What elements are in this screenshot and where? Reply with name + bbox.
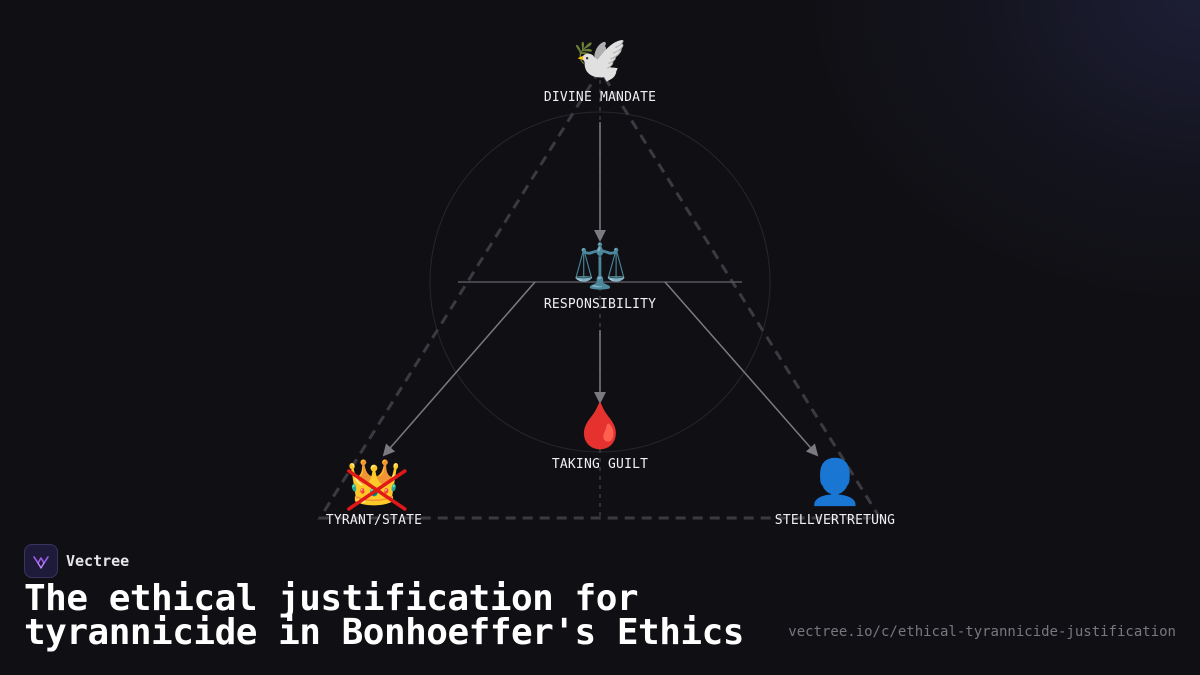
- node-stellvertretung: 👤 STELLVERTRETUNG: [775, 457, 895, 528]
- person-icon: 👤: [807, 457, 863, 508]
- source-url[interactable]: vectree.io/c/ethical-tyrannicide-justifi…: [788, 624, 1176, 640]
- brand-name: Vectree: [66, 552, 130, 570]
- dove-icon: 🕊️: [572, 34, 628, 85]
- node-responsibility: ⚖️ RESPONSIBILITY: [544, 241, 656, 312]
- node-taking-guilt: 🩸 TAKING GUILT: [552, 401, 648, 472]
- node-label-responsibility: RESPONSIBILITY: [543, 297, 657, 312]
- node-label-stellvertretung: STELLVERTRETUNG: [774, 513, 896, 528]
- brand[interactable]: Vectree: [24, 544, 129, 578]
- node-tyrant-state: 👑 TYRANT/STATE: [326, 457, 422, 528]
- node-label-divine-mandate: DIVINE MANDATE: [543, 90, 657, 105]
- scales-icon: ⚖️: [572, 241, 628, 292]
- crossed-crown-icon: 👑: [347, 457, 407, 511]
- edge-responsibility-to-tyrant: [382, 281, 536, 457]
- edge-responsibility-to-stellvertretung: [664, 281, 819, 457]
- dashed-triangle: [317, 67, 883, 520]
- blood-drop-icon: 🩸: [572, 401, 628, 452]
- vectree-logo-icon: [24, 544, 58, 578]
- node-label-tyrant-state: TYRANT/STATE: [325, 513, 423, 528]
- node-label-taking-guilt: TAKING GUILT: [551, 457, 649, 472]
- red-cross-icon: [346, 469, 407, 511]
- page-title: The ethical justification for tyrannicid…: [24, 578, 744, 653]
- node-divine-mandate: 🕊️ DIVINE MANDATE: [544, 34, 656, 105]
